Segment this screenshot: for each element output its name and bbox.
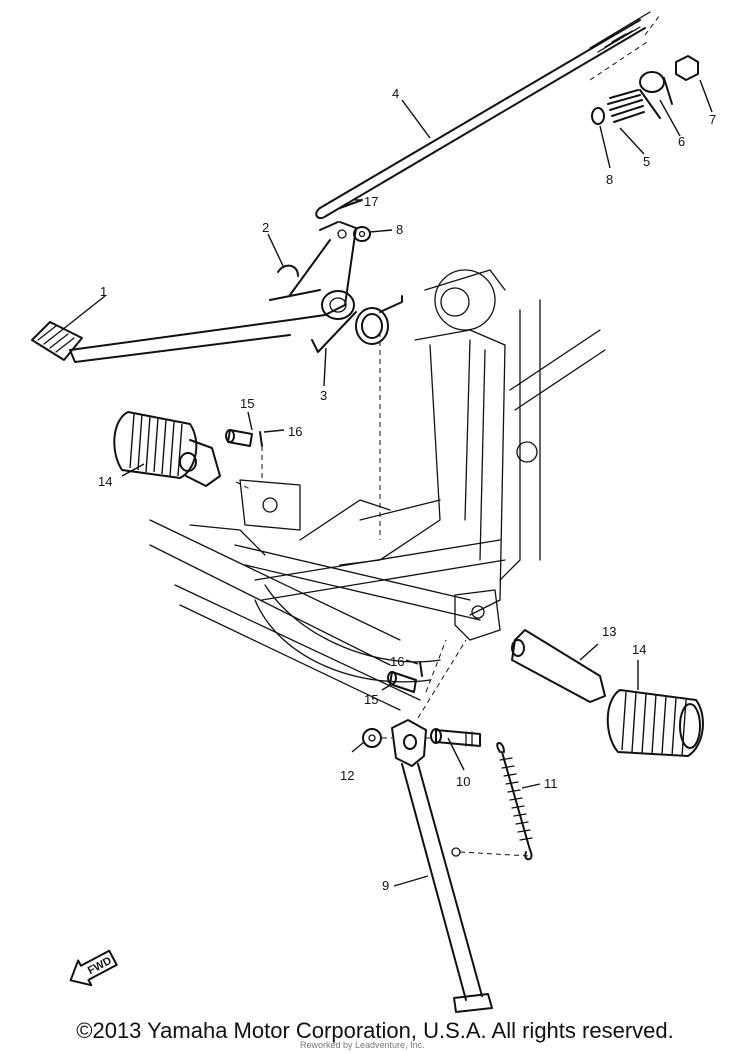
callout-1: 1	[100, 284, 107, 299]
callout-11: 11	[544, 776, 558, 791]
callout-16-left: 16	[288, 424, 302, 439]
nut-part-7	[675, 55, 699, 81]
leader-lines	[61, 79, 713, 887]
callout-4: 4	[392, 86, 399, 101]
brake-pedal-part-1	[31, 221, 357, 363]
callout-2: 2	[262, 220, 269, 235]
attribution-text: Reworked by Leadventure, Inc.	[300, 1040, 425, 1050]
washer-part-8-top	[591, 107, 605, 125]
cotter-part-16-right	[419, 661, 423, 677]
cotter-part-16-left	[259, 431, 263, 447]
callout-numbers: 1 2 3 4 5 6 7 8 8 17 14 15 16 13 14 16 1…	[98, 86, 716, 893]
callout-5: 5	[643, 154, 650, 169]
callout-16-right: 16	[390, 654, 404, 669]
callout-10: 10	[456, 774, 470, 789]
callout-12: 12	[340, 768, 354, 783]
pin-part-15-left	[225, 429, 253, 447]
adjuster-part-6	[639, 71, 673, 119]
callout-14-right: 14	[632, 642, 646, 657]
callout-7: 7	[709, 112, 716, 127]
washer-part-8-mid	[353, 226, 371, 242]
footrest-rubber-right	[606, 689, 704, 757]
brake-rod	[315, 11, 651, 220]
callout-15-right: 15	[364, 692, 378, 707]
callout-14-left: 14	[98, 474, 112, 489]
bolt-part-10	[430, 728, 481, 747]
callout-15-left: 15	[240, 396, 254, 411]
washer-part-12	[362, 728, 382, 748]
callout-6: 6	[678, 134, 685, 149]
spring-part-5	[607, 89, 645, 123]
callout-3: 3	[320, 388, 327, 403]
side-stand-part-9	[391, 719, 493, 1013]
footrest-bracket-part-13	[511, 629, 606, 703]
callout-8-mid: 8	[396, 222, 403, 237]
fwd-arrow-icon: FWD	[69, 949, 118, 987]
callout-13: 13	[602, 624, 616, 639]
callout-17: 17	[364, 194, 378, 209]
callout-9: 9	[382, 878, 389, 893]
footrest-rubber-left	[113, 411, 221, 487]
cotter-pin-part-17	[339, 199, 363, 209]
return-spring-part-3	[311, 295, 403, 353]
clip-part-2	[277, 264, 299, 277]
callout-8-top: 8	[606, 172, 613, 187]
stand-spring-part-11	[496, 742, 533, 861]
copyright-text: ©2013 Yamaha Motor Corporation, U.S.A. A…	[76, 1018, 674, 1043]
